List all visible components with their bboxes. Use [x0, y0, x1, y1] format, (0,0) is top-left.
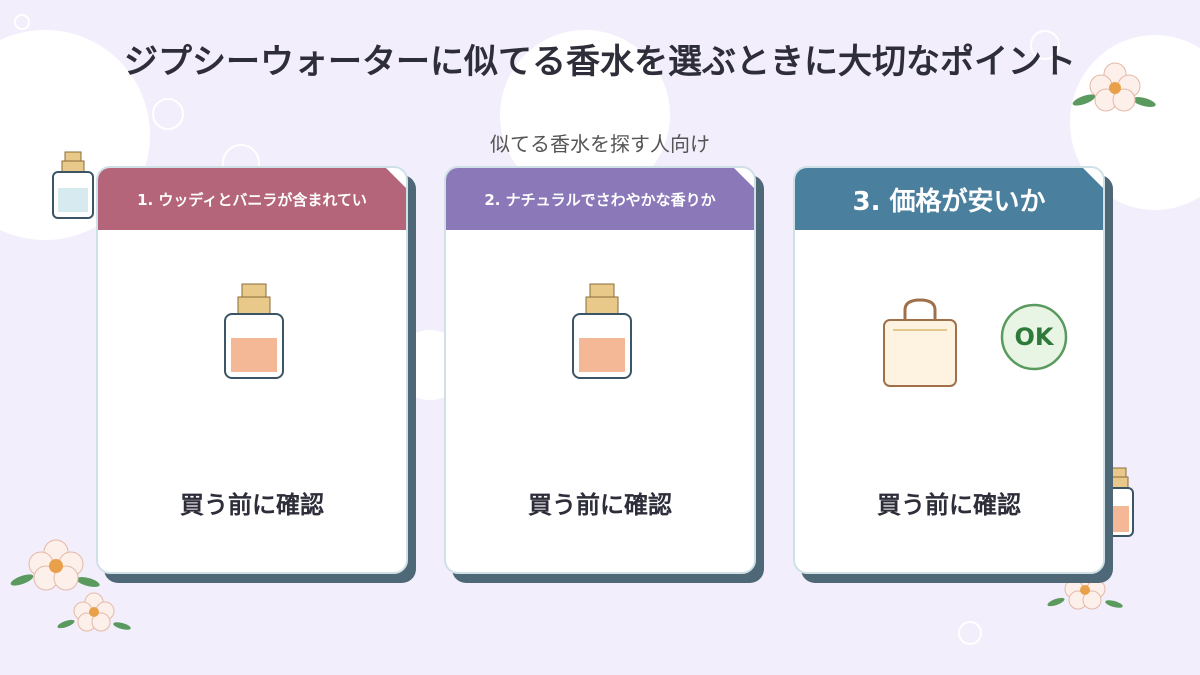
page-title: ジプシーウォーターに似てる香水を選ぶときに大切なポイント — [124, 42, 1076, 82]
point-card-2: 2. ナチュラルでさわやかな香りか 買う前に確認 — [444, 166, 756, 574]
perfume-bottle-icon — [572, 283, 632, 379]
card-footer: 買う前に確認 — [877, 491, 1021, 519]
card-footer: 買う前に確認 — [528, 491, 672, 519]
background-bubble — [14, 14, 30, 30]
background-bubble — [1030, 30, 1060, 60]
perfume-bottle-icon — [224, 283, 284, 379]
flower-icon — [57, 592, 131, 632]
perfume-bottle-icon — [52, 151, 94, 219]
card-heading: 1. ウッディとバニラが含まれてい — [98, 168, 406, 230]
background-bubble — [152, 98, 184, 130]
flower-icon — [1072, 62, 1156, 112]
ok-badge-icon — [1000, 303, 1068, 371]
card-heading: 2. ナチュラルでさわやかな香りか — [446, 168, 754, 230]
page-subtitle: 似てる香水を探す人向け — [490, 132, 710, 156]
ok-badge-label: OK — [1014, 323, 1054, 351]
card-heading: 3. 価格が安いか — [795, 168, 1103, 230]
flower-icon — [10, 539, 100, 591]
point-card-3: 3. 価格が安いか OK 買う前に確認 — [793, 166, 1105, 574]
background-bubble — [958, 621, 982, 645]
card-footer: 買う前に確認 — [180, 491, 324, 519]
point-card-1: 1. ウッディとバニラが含まれてい 買う前に確認 — [96, 166, 408, 574]
shopping-bag-icon — [883, 298, 957, 387]
